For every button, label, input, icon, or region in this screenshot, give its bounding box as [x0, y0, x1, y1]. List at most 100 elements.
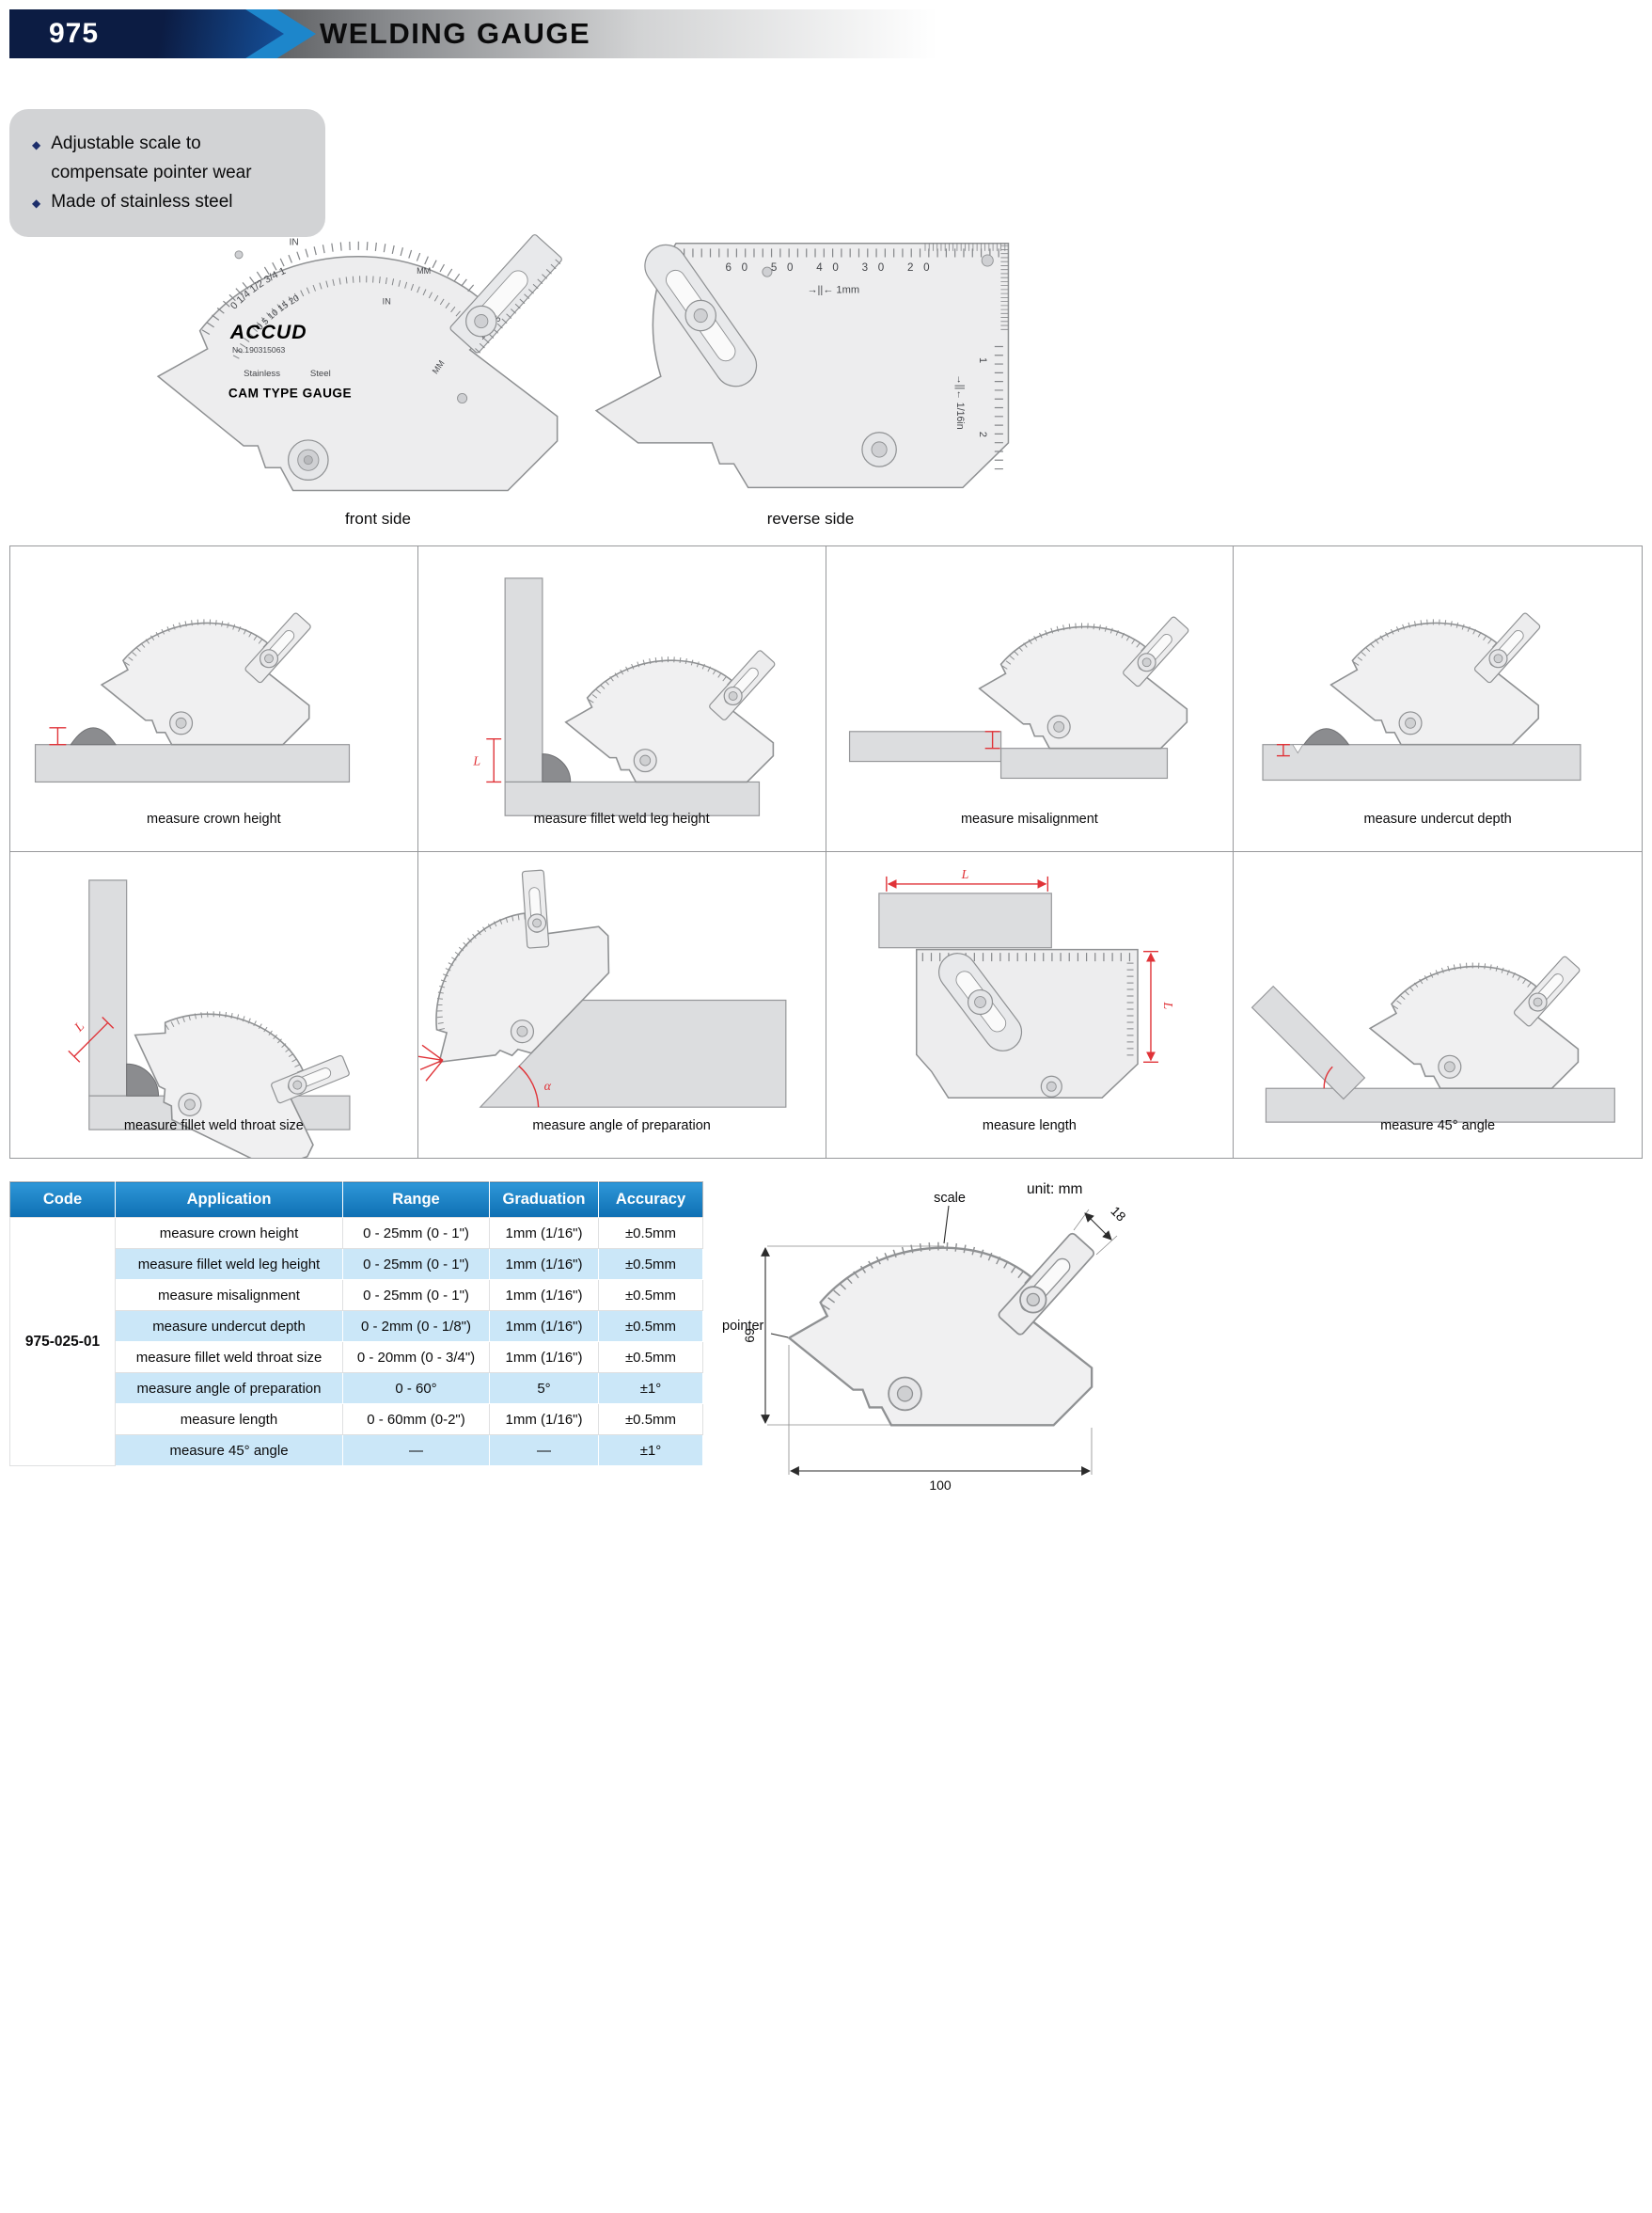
brand-logo: ACCUD — [229, 322, 307, 343]
features-box: ◆ Adjustable scale to compensate pointer… — [9, 109, 325, 238]
application-cell: measure fillet weld throat size — [115, 1341, 343, 1373]
angle-dimension — [417, 1044, 540, 1108]
accuracy-cell: ±0.5mm — [598, 1279, 703, 1311]
application-cell: measure angle of preparation — [115, 1372, 343, 1404]
usage-cell-crown-height: measure crown height — [10, 546, 418, 852]
fillet-leg-illustration: L — [472, 577, 826, 816]
throat-size-illustration: L — [68, 879, 417, 1158]
dimension-letter: L — [960, 868, 968, 882]
base-plate — [1266, 1087, 1616, 1123]
undercut-notch — [1292, 744, 1304, 754]
usage-grid: measure crown height L measure fillet we… — [9, 545, 1643, 1159]
feature-text: Made of stainless steel — [51, 191, 233, 212]
width-dimension-value: 100 — [929, 1478, 952, 1493]
range-cell: 0 - 60° — [342, 1372, 490, 1404]
length-dimension — [885, 876, 1158, 1064]
col-header-application: Application — [115, 1181, 343, 1218]
usage-cell-undercut: measure undercut depth — [1234, 546, 1642, 852]
product-code-cell: 975-025-01 — [9, 1217, 116, 1466]
usage-caption: measure crown height — [147, 812, 281, 827]
gauge-front-photo: 0 1/4 1/2 3/4 1 0 5 10 15 20 IN MM IN MM… — [156, 234, 562, 492]
angle-45-illustration — [1251, 852, 1616, 1123]
graduation-cell: 1mm (1/16") — [489, 1248, 599, 1280]
lower-plate — [999, 748, 1168, 780]
graduation-cell: 1mm (1/16") — [489, 1279, 599, 1311]
usage-cell-misalignment: measure misalignment — [826, 546, 1235, 852]
weld-bead — [542, 753, 571, 782]
usage-caption: measure length — [982, 1118, 1077, 1133]
spec-header-row: Code Application Range Graduation Accura… — [9, 1181, 703, 1218]
usage-caption: measure 45° angle — [1380, 1118, 1496, 1133]
range-cell: 0 - 25mm (0 - 1") — [342, 1217, 490, 1249]
gauge — [102, 612, 311, 745]
gauge-reverse-photo: 60 50 40 30 20 →||← 1mm 1 2 →||← 1/16in — [594, 243, 1010, 489]
usage-cell-angle-preparation: α measure angle of preparation — [417, 852, 826, 1158]
spec-row: 975-025-01 measure crown height 0 - 25mm… — [9, 1217, 703, 1466]
height-dimension-value: 69 — [742, 1328, 757, 1343]
diamond-bullet-icon: ◆ — [32, 138, 41, 151]
usage-cell-45-angle: measure 45° angle — [1234, 852, 1642, 1158]
right-ruler-note: →||← 1/16in — [954, 374, 966, 430]
spec-row: measure angle of preparation 0 - 60° 5° … — [10, 1372, 703, 1404]
angle-dimension — [1323, 1066, 1333, 1089]
leg-dimension — [486, 738, 501, 783]
accuracy-cell: ±0.5mm — [598, 1341, 703, 1373]
spec-row: measure fillet weld throat size 0 - 20mm… — [10, 1341, 703, 1373]
inch-ring-label: IN — [290, 238, 299, 248]
spec-row: measure length 0 - 60mm (0-2") 1mm (1/16… — [10, 1403, 703, 1435]
weld-bead — [1303, 728, 1350, 746]
usage-cell-length: L L measure length — [826, 852, 1235, 1158]
length-illustration: L L — [877, 868, 1173, 1099]
diamond-bullet-icon: ◆ — [32, 196, 41, 210]
usage-caption: measure angle of preparation — [532, 1118, 711, 1133]
scale-label: scale — [934, 1191, 966, 1206]
col-header-range: Range — [342, 1181, 490, 1218]
page-title: WELDING GAUGE — [320, 17, 591, 50]
graduation-cell: — — [489, 1434, 599, 1466]
height-dimension — [49, 727, 67, 746]
accuracy-cell: ±0.5mm — [598, 1217, 703, 1249]
reverse-side-label: reverse side — [766, 510, 855, 528]
col-header-accuracy: Accuracy — [598, 1181, 703, 1218]
gauge — [1331, 612, 1541, 745]
usage-cell-fillet-leg: L measure fillet weld leg height — [417, 546, 826, 852]
usage-caption: measure fillet weld throat size — [123, 1118, 304, 1133]
inch-scale-ticks — [201, 241, 475, 336]
front-side-label: front side — [345, 510, 411, 528]
feature-item: ◆ Adjustable scale to compensate pointer… — [32, 130, 303, 188]
dimension-letter: L — [71, 1020, 87, 1035]
accuracy-cell: ±1° — [598, 1434, 703, 1466]
accuracy-cell: ±0.5mm — [598, 1310, 703, 1342]
measured-block — [877, 893, 1052, 949]
upper-plate — [848, 731, 1001, 763]
gauge-type-label: CAM TYPE GAUGE — [228, 386, 352, 400]
spec-row: measure misalignment 0 - 25mm (0 - 1") 1… — [10, 1279, 703, 1311]
screw-icon — [762, 266, 773, 277]
weld-bead — [126, 1063, 160, 1097]
material-label-1: Stainless — [244, 369, 280, 379]
throat-dimension — [68, 1016, 115, 1063]
weld-bead — [70, 727, 117, 746]
slider-dimension-value: 18 — [1108, 1203, 1128, 1224]
right-ruler-mark-2: 2 — [977, 432, 988, 437]
range-cell: 0 - 60mm (0-2") — [342, 1403, 490, 1435]
workpiece-plate — [1262, 744, 1581, 782]
range-cell: 0 - 20mm (0 - 3/4") — [342, 1341, 490, 1373]
pointer-leader-line — [770, 1333, 789, 1338]
header-code-block: 975 — [9, 9, 284, 58]
pointer-label: pointer — [722, 1319, 764, 1334]
gauge-outline — [789, 1232, 1095, 1425]
range-cell: 0 - 25mm (0 - 1") — [342, 1248, 490, 1280]
depth-dimension — [1277, 744, 1291, 757]
unit-note: unit: mm — [1027, 1181, 1083, 1197]
mm-ring-label: MM — [417, 266, 431, 276]
range-cell: 0 - 25mm (0 - 1") — [342, 1279, 490, 1311]
offset-dimension — [984, 731, 1000, 750]
accuracy-cell: ±0.5mm — [598, 1248, 703, 1280]
usage-caption: measure misalignment — [960, 812, 1098, 827]
graduation-cell: 1mm (1/16") — [489, 1403, 599, 1435]
range-cell: 0 - 2mm (0 - 1/8") — [342, 1310, 490, 1342]
graduation-cell: 1mm (1/16") — [489, 1341, 599, 1373]
application-cell: measure undercut depth — [115, 1310, 343, 1342]
feature-text: Adjustable scale to compensate pointer w… — [51, 134, 252, 182]
